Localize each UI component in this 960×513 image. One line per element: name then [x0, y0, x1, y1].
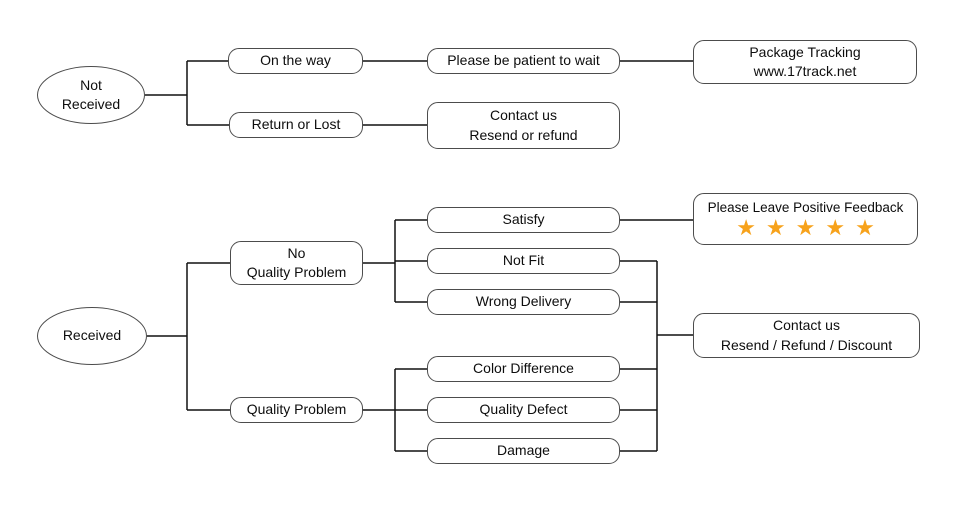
- node-not-received: Not Received: [37, 66, 145, 124]
- node-quality-defect: Quality Defect: [427, 397, 620, 423]
- node-no-quality-problem: No Quality Problem: [230, 241, 363, 285]
- connector-received-branch: [147, 262, 230, 411]
- connector-qualityproblem-branch: [363, 368, 427, 452]
- node-color-difference: Color Difference: [427, 356, 620, 382]
- node-damage: Damage: [427, 438, 620, 464]
- connector-not-received-branch: [145, 60, 229, 126]
- node-package-tracking: Package Tracking www.17track.net: [693, 40, 917, 84]
- node-please-be-patient: Please be patient to wait: [427, 48, 620, 74]
- node-contact-resend-refund: Contact us Resend or refund: [427, 102, 620, 149]
- star-rating-icons: ★★★★★: [736, 215, 885, 241]
- node-return-or-lost: Return or Lost: [229, 112, 363, 138]
- node-contact-resend-refund-discount: Contact us Resend / Refund / Discount: [693, 313, 920, 358]
- node-wrong-delivery: Wrong Delivery: [427, 289, 620, 315]
- connector-merge-to-contact-discount: [620, 260, 693, 452]
- node-not-fit: Not Fit: [427, 248, 620, 274]
- node-on-the-way: On the way: [228, 48, 363, 74]
- feedback-title: Please Leave Positive Feedback: [707, 200, 904, 216]
- node-received: Received: [37, 307, 147, 365]
- node-quality-problem: Quality Problem: [230, 397, 363, 423]
- node-positive-feedback: Please Leave Positive Feedback ★★★★★: [693, 193, 918, 245]
- node-satisfy: Satisfy: [427, 207, 620, 233]
- connector-noqualityproblem-branch: [363, 219, 427, 303]
